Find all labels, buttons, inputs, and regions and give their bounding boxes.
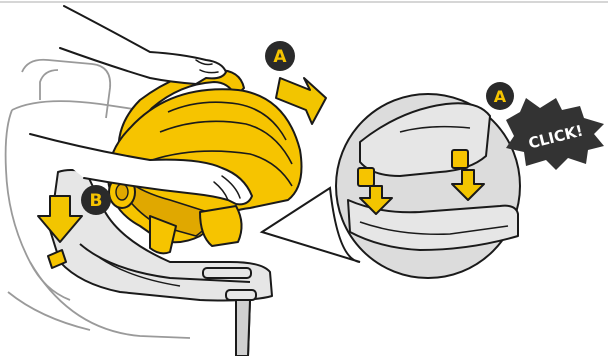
upper-arm [60, 6, 226, 84]
badge-b-label: B [90, 191, 103, 211]
click-callout: CLICK! [506, 98, 604, 170]
step-badge-a: A [265, 41, 295, 71]
badge-a-detail-label: A [494, 87, 507, 106]
base-slot [203, 268, 251, 278]
step-badge-b: B [81, 185, 111, 215]
carrier-foot [200, 206, 242, 246]
badge-a-label: A [273, 47, 287, 67]
headrest [22, 60, 110, 118]
detail-latch-right [452, 150, 468, 168]
base-release [226, 290, 256, 300]
step-badge-a-detail: A [486, 82, 514, 110]
detail-latch-left [358, 168, 374, 186]
